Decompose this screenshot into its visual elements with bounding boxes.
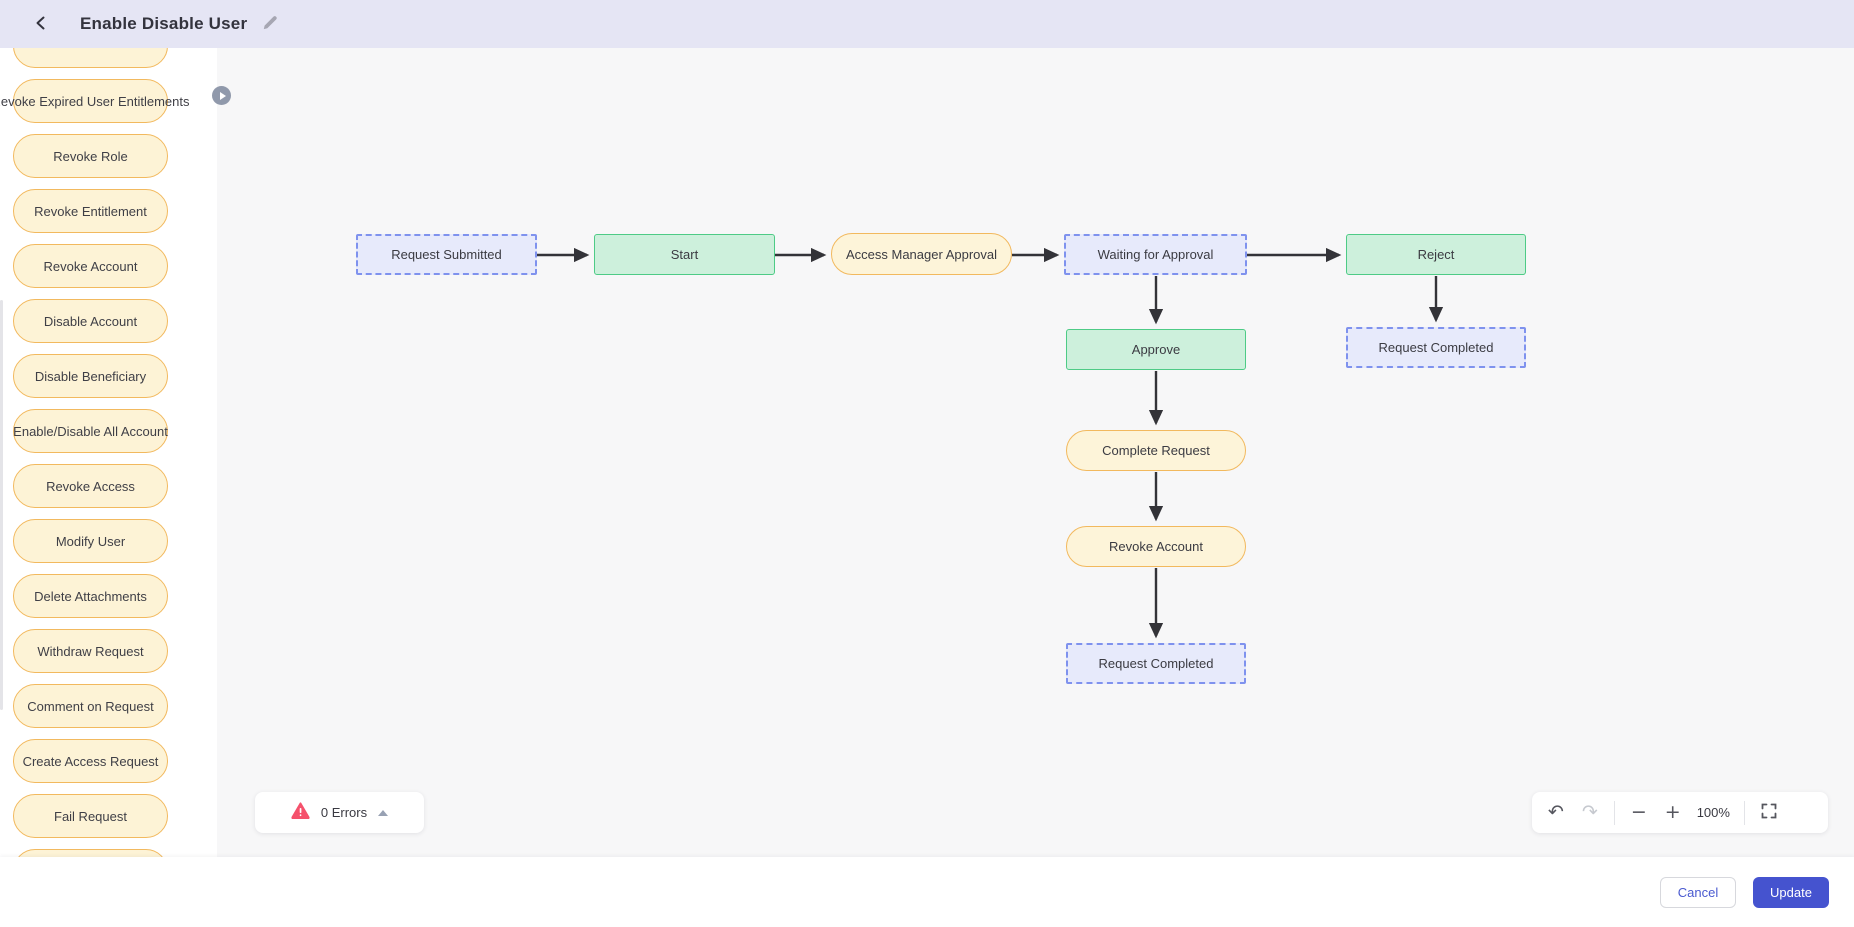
sidebar-item-modify-user[interactable]: Modify User: [13, 519, 168, 563]
pencil-icon: [262, 15, 278, 34]
sidebar-item-fail-request[interactable]: Fail Request: [13, 794, 168, 838]
sidebar-item-revoke-access[interactable]: Revoke Access: [13, 464, 168, 508]
update-button[interactable]: Update: [1753, 877, 1829, 908]
sidebar-expand-toggle[interactable]: [212, 86, 231, 105]
play-right-icon: [219, 91, 226, 100]
sidebar-item-comment-on-request[interactable]: Comment on Request: [13, 684, 168, 728]
undo-button[interactable]: ↶: [1546, 803, 1566, 822]
node-request-submitted[interactable]: Request Submitted: [356, 234, 537, 275]
sidebar-scrollbar[interactable]: [0, 300, 3, 710]
node-request-completed-approve[interactable]: Request Completed: [1066, 643, 1246, 684]
node-request-completed-reject[interactable]: Request Completed: [1346, 327, 1526, 368]
sidebar-item-create-access-request[interactable]: Create Access Request: [13, 739, 168, 783]
edit-title-button[interactable]: [259, 13, 281, 35]
workflow-canvas[interactable]: Request Submitted Start Access Manager A…: [217, 48, 1854, 857]
fullscreen-button[interactable]: [1759, 803, 1779, 823]
warning-triangle-icon: [291, 801, 310, 824]
canvas-toolbar: ↶ ↷ − + 100%: [1532, 792, 1828, 833]
minus-icon: −: [1630, 801, 1647, 823]
zoom-out-button[interactable]: −: [1629, 803, 1649, 822]
sidebar-item-disable-beneficiary[interactable]: Disable Beneficiary: [13, 354, 168, 398]
sidebar-item-delete-attachments[interactable]: Delete Attachments: [13, 574, 168, 618]
node-access-manager-approval[interactable]: Access Manager Approval: [831, 233, 1012, 275]
errors-panel-toggle[interactable]: 0 Errors: [255, 792, 424, 833]
chevron-left-icon: [35, 16, 46, 33]
zoom-level-label: 100%: [1696, 805, 1730, 820]
flow-edges: [537, 247, 1444, 639]
redo-icon: ↷: [1581, 801, 1598, 823]
header: Enable Disable User: [0, 0, 1854, 48]
back-button[interactable]: [26, 10, 54, 38]
sidebar-item-enable-disable-all-account[interactable]: Enable/Disable All Account: [13, 409, 168, 453]
fullscreen-icon: [1761, 803, 1777, 823]
sidebar-item-revoke-expired-user-entitlements[interactable]: Revoke Expired User Entitlements: [0, 79, 190, 123]
node-reject[interactable]: Reject: [1346, 234, 1526, 275]
toolbar-divider: [1613, 800, 1615, 825]
toolbar-divider: [1743, 800, 1745, 825]
sidebar-action-palette: Revoke Expired User Entitlements Revoke …: [0, 24, 217, 893]
sidebar-item-revoke-entitlement[interactable]: Revoke Entitlement: [13, 189, 168, 233]
sidebar-item-withdraw-request[interactable]: Withdraw Request: [13, 629, 168, 673]
redo-button[interactable]: ↷: [1580, 803, 1600, 822]
sidebar-item-revoke-role[interactable]: Revoke Role: [13, 134, 168, 178]
page-title: Enable Disable User: [80, 14, 248, 33]
footer-action-bar: Cancel Update: [0, 857, 1854, 927]
undo-icon: ↶: [1548, 801, 1564, 823]
node-start[interactable]: Start: [594, 234, 775, 275]
node-complete-request[interactable]: Complete Request: [1066, 430, 1246, 471]
sidebar-item-revoke-account[interactable]: Revoke Account: [13, 244, 168, 288]
node-approve[interactable]: Approve: [1066, 329, 1246, 370]
plus-icon: +: [1664, 801, 1681, 823]
sidebar-item-disable-account[interactable]: Disable Account: [13, 299, 168, 343]
caret-up-icon: [378, 809, 389, 816]
errors-count-label: 0 Errors: [320, 805, 368, 820]
node-waiting-for-approval[interactable]: Waiting for Approval: [1064, 234, 1247, 275]
node-revoke-account[interactable]: Revoke Account: [1066, 526, 1246, 567]
zoom-in-button[interactable]: +: [1663, 803, 1683, 822]
cancel-button[interactable]: Cancel: [1660, 877, 1736, 908]
